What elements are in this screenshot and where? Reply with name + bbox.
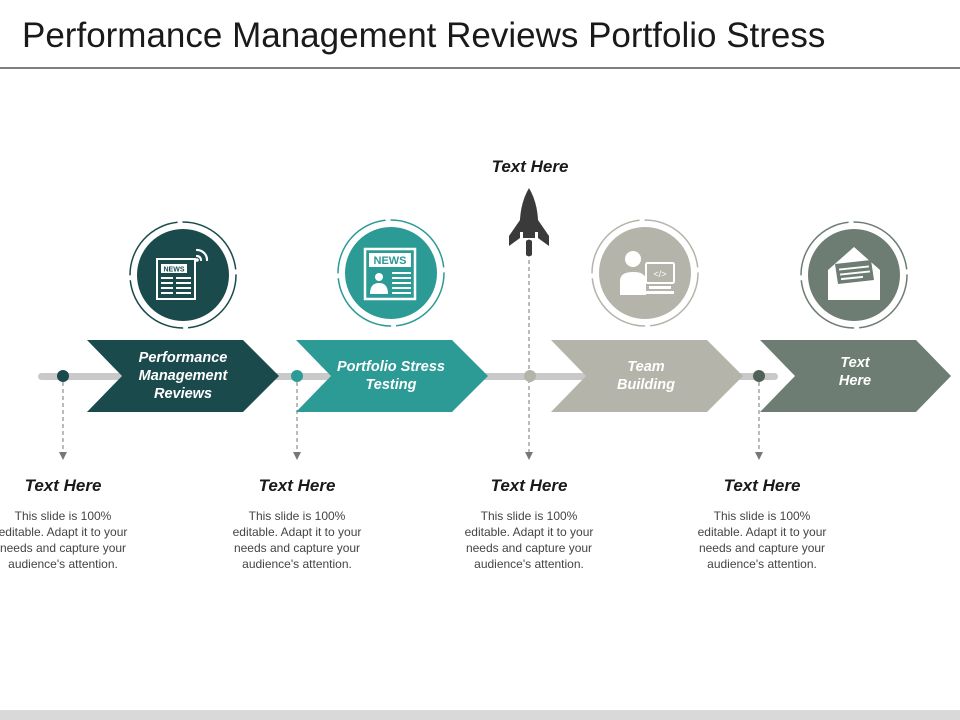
note-body: This slide is 100% editable. Adapt it to… (697, 509, 827, 571)
step-label-1: Performance Management Reviews (138, 350, 228, 402)
node-dot (753, 370, 765, 382)
node-dot (57, 370, 69, 382)
arrowhead-icon (525, 452, 533, 460)
step-arrow-3 (551, 340, 743, 412)
arrowhead-icon (293, 452, 301, 460)
note-heading: Text Here (723, 476, 801, 495)
step-arrow-1 (87, 340, 279, 412)
svg-text:NEWS: NEWS (374, 255, 407, 267)
rocket-label: Text Here (491, 157, 569, 176)
page-title: Performance Management Reviews Portfolio… (22, 16, 826, 55)
step-label-4: Text Here (838, 355, 872, 389)
node-dot (291, 370, 303, 382)
rocket-icon (509, 188, 549, 256)
developer-icon: </> (591, 219, 699, 327)
news-feed-icon: NEWS (129, 221, 237, 329)
node-dot (524, 370, 536, 382)
note-body: This slide is 100% editable. Adapt it to… (232, 509, 362, 571)
note-heading: Text Here (24, 476, 102, 495)
note-heading: Text Here (490, 476, 568, 495)
note-body: This slide is 100% editable. Adapt it to… (464, 509, 594, 571)
note-body: This slide is 100% editable. Adapt it to… (0, 509, 128, 571)
step-label-3: Team Building (617, 359, 675, 393)
envelope-icon (800, 221, 908, 329)
arrowhead-icon (755, 452, 763, 460)
step-label-2: Portfolio Stress Testing (337, 359, 445, 393)
step-arrow-2 (296, 340, 488, 412)
note-heading: Text Here (258, 476, 336, 495)
arrowhead-icon (59, 452, 67, 460)
title-divider (0, 67, 960, 69)
svg-text:</>: </> (653, 269, 666, 279)
svg-text:NEWS: NEWS (164, 267, 185, 274)
step-arrow-4 (760, 340, 951, 412)
newspaper-icon: NEWS (337, 219, 445, 327)
footer-strip (0, 710, 960, 720)
